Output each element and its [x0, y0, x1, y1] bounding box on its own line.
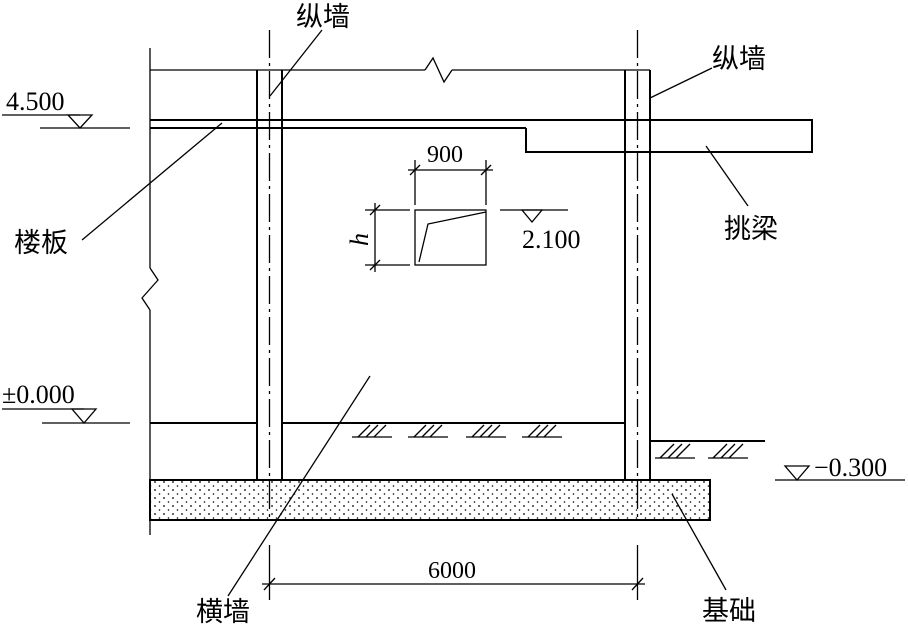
ground-hatch-icon [352, 424, 562, 438]
break-line-icon [424, 56, 453, 84]
dimension-window-width: 900 [427, 142, 463, 168]
window-elevation-marker [500, 209, 568, 224]
label-transverse-wall: 横墙 [196, 597, 250, 628]
leader-lines [81, 29, 749, 597]
outdoor-elevation-marker [775, 465, 905, 481]
label-floor-slab: 楼板 [14, 228, 68, 259]
leader-transverse-wall [227, 375, 371, 597]
ground-hatch-icon [655, 443, 748, 459]
elevation-triangle-icon [783, 465, 811, 481]
elevation-triangle-icon [70, 408, 98, 424]
leader-floor-slab [81, 122, 223, 241]
elevation-triangle-icon [66, 114, 94, 129]
elevation-outdoor: −0.300 [814, 453, 887, 482]
elevation-roof: 4.500 [6, 87, 65, 116]
roof-elevation-marker [2, 114, 130, 129]
right-longitudinal-wall [624, 30, 651, 520]
cantilever-beam [525, 119, 813, 153]
break-line-icon [141, 267, 159, 311]
elevation-ground: ±0.000 [2, 380, 75, 409]
label-longitudinal-wall-right: 纵墙 [712, 44, 766, 75]
window-opening [414, 209, 487, 266]
label-longitudinal-wall-top: 纵墙 [296, 2, 350, 33]
window-height-dimension [365, 203, 410, 272]
dimension-window-height: h [345, 233, 374, 246]
left-boundary [141, 48, 159, 535]
elevation-triangle-icon [520, 209, 544, 224]
ground-elevation-marker [2, 408, 130, 424]
elevation-window-sill: 2.100 [522, 225, 581, 254]
leader-longitudinal-wall-right [649, 67, 713, 99]
top-boundary [150, 56, 650, 84]
leader-foundation [671, 493, 727, 591]
leader-cantilever-beam [705, 145, 749, 207]
leader-longitudinal-wall-top [269, 29, 323, 97]
floor-slab [150, 119, 526, 129]
foundation [149, 479, 711, 521]
span-dimension [262, 545, 645, 600]
label-cantilever-beam: 挑梁 [724, 214, 778, 245]
window-width-dimension [408, 160, 493, 205]
label-foundation: 基础 [702, 596, 756, 627]
left-longitudinal-wall [256, 30, 283, 520]
outdoor-ground [650, 440, 765, 459]
dimension-wall-span: 6000 [428, 558, 476, 584]
